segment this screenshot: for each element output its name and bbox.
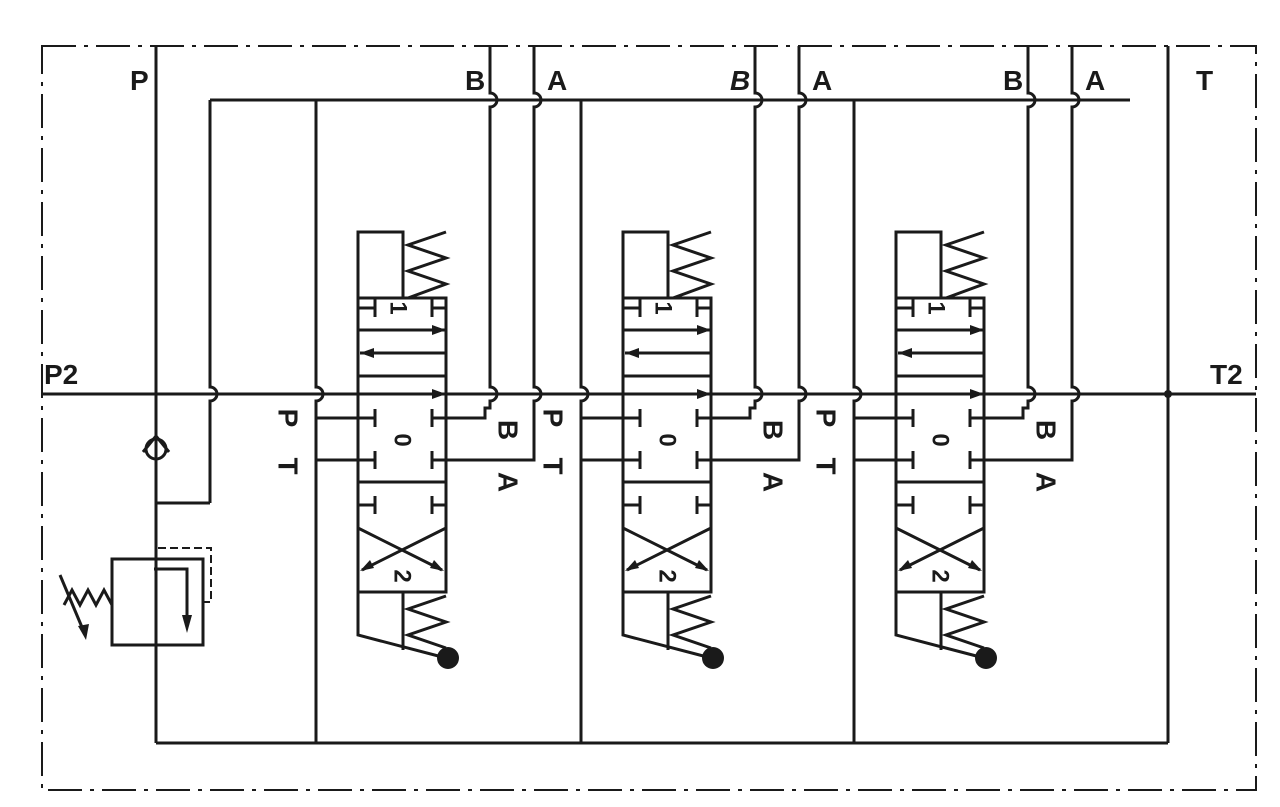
spring-cap [621, 230, 670, 300]
port-label-a: A [547, 65, 567, 96]
port-label-p: P [538, 409, 569, 428]
arrow-head [430, 560, 444, 571]
arrow-head [697, 325, 711, 335]
arrow-head [432, 325, 446, 335]
relief-pilot-dashed [158, 547, 212, 603]
arrow-head [695, 560, 709, 571]
port-label-p: P [811, 409, 842, 428]
port-line-b [711, 46, 764, 420]
position-0-label: 0 [654, 433, 681, 446]
port-label-a: A [1031, 472, 1062, 492]
port-label-b: B [730, 65, 750, 96]
position-1-label: 1 [385, 301, 412, 314]
port-label-t: T [811, 457, 842, 474]
position-2-label: 2 [389, 569, 416, 582]
port-label-b: B [465, 65, 485, 96]
manual-lever [894, 592, 985, 660]
lever-knob-icon [437, 647, 459, 669]
arrow-head [360, 348, 374, 358]
arrow-head [182, 615, 192, 633]
port-label-t: T [538, 457, 569, 474]
section-tank-line [579, 100, 590, 743]
manual-lever [356, 592, 447, 660]
port-label-p: P [130, 65, 149, 96]
port-line-b [984, 46, 1037, 420]
check-valve-seat [141, 433, 171, 453]
arrow-head [625, 348, 639, 358]
spring-cap [894, 230, 943, 300]
port-label-p: P [273, 409, 304, 428]
port-label-b: B [493, 420, 524, 440]
spring-top-icon [403, 230, 451, 300]
arrow-head [898, 560, 912, 571]
cross-flow-line [357, 526, 443, 572]
relief-spring [62, 586, 114, 609]
manual-lever [621, 592, 712, 660]
arrow-head [432, 389, 446, 399]
position-1-label: 1 [923, 301, 950, 314]
arrow-head [968, 560, 982, 571]
port-label-t: T [1196, 65, 1213, 96]
cross-flow-line [899, 526, 985, 572]
port-label-p2: P2 [44, 359, 78, 390]
arrow-head [360, 560, 374, 571]
arrow-head [970, 325, 984, 335]
lever-knob-icon [975, 647, 997, 669]
port-line-b [446, 46, 499, 420]
arrow-head [625, 560, 639, 571]
position-1-label: 1 [650, 301, 677, 314]
arrow-head [970, 389, 984, 399]
section-tank-line [314, 100, 325, 743]
port-line-a [984, 46, 1081, 462]
junction-dot [1164, 390, 1172, 398]
port-label-b: B [1031, 420, 1062, 440]
position-2-label: 2 [654, 569, 681, 582]
position-2-label: 2 [927, 569, 954, 582]
port-label-a: A [758, 472, 789, 492]
valve-section-3: B A 1 0 2 P T B A [811, 46, 1105, 743]
arrow-head [898, 348, 912, 358]
arrow-head [697, 389, 711, 399]
spring-bottom-icon [941, 594, 989, 650]
adjust-arrow [58, 574, 86, 633]
valve-section-2: B A 1 0 2 P T B A [538, 46, 832, 743]
spring-top-icon [668, 230, 716, 300]
section-tank-line [852, 100, 863, 743]
port-label-b: B [758, 420, 789, 440]
port-line-a [711, 46, 808, 462]
pilot-line [208, 100, 219, 503]
spring-cap [356, 230, 405, 300]
port-label-a: A [812, 65, 832, 96]
position-0-label: 0 [389, 433, 416, 446]
spring-bottom-icon [403, 594, 451, 650]
port-label-a: A [1085, 65, 1105, 96]
port-label-t2: T2 [1210, 359, 1243, 390]
cross-flow-line [622, 526, 708, 572]
position-0-label: 0 [927, 433, 954, 446]
relief-valve-flow-arrow [154, 567, 189, 625]
port-line-a [446, 46, 543, 462]
cross-flow-line [626, 526, 712, 572]
port-label-a: A [493, 472, 524, 492]
cross-flow-line [895, 526, 981, 572]
dash-dot-boundary [41, 45, 1257, 791]
port-label-t: T [273, 457, 304, 474]
lever-knob-icon [702, 647, 724, 669]
arrow-head [78, 624, 89, 640]
spring-bottom-icon [668, 594, 716, 650]
spring-top-icon [941, 230, 989, 300]
port-label-b: B [1003, 65, 1023, 96]
cross-flow-line [361, 526, 447, 572]
